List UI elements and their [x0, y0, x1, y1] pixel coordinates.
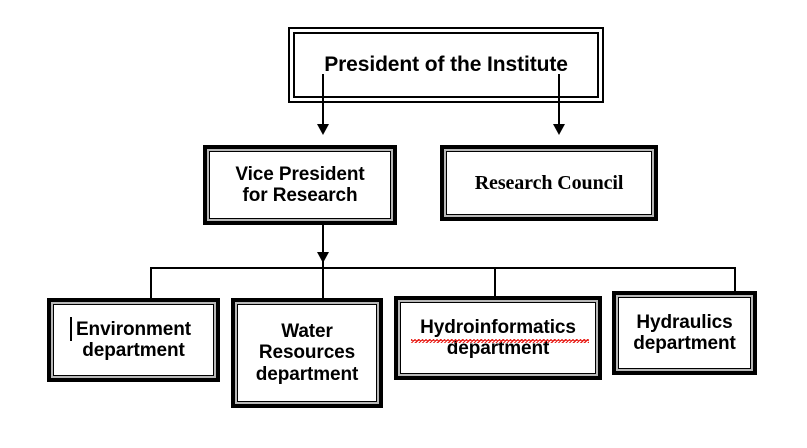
- node-research-council-label: Research Council: [474, 171, 624, 194]
- node-vice-president-inner: Vice President for Research: [207, 149, 393, 221]
- connector-president-to-research-council-line: [558, 74, 560, 126]
- connector-drop-water-resources: [322, 267, 324, 300]
- connector-drop-hydroinformatics: [494, 267, 496, 300]
- node-president-inner: President of the Institute: [293, 32, 599, 98]
- node-president[interactable]: President of the Institute: [288, 27, 604, 103]
- node-hydroinformatics-department-inner: Hydroinformatics department: [398, 300, 598, 376]
- node-hydroinformatics-department-label-line2: department: [446, 338, 550, 359]
- node-research-council[interactable]: Research Council: [440, 145, 658, 221]
- node-water-resources-department-inner: Water Resources department: [235, 302, 379, 404]
- node-vice-president-label-line2: for Research: [242, 185, 358, 206]
- node-president-label: President of the Institute: [324, 53, 568, 77]
- node-water-resources-department-label-line2: Resources: [258, 342, 356, 364]
- text-caret: [70, 317, 72, 341]
- node-environment-department-label-line1: Environment: [75, 318, 192, 340]
- node-hydraulics-department-inner2: Hydraulics department: [618, 297, 751, 369]
- connector-drop-environment: [150, 267, 152, 300]
- connector-vice-president-stem: [322, 222, 324, 268]
- node-hydraulics-department[interactable]: Hydraulics department: [612, 291, 757, 375]
- node-hydroinformatics-department-label-line1: Hydroinformatics: [420, 316, 576, 338]
- node-research-council-inner2: Research Council: [446, 151, 652, 215]
- connector-vice-president-stem-arrowhead: [317, 252, 329, 263]
- node-environment-department-label-line2: department: [82, 340, 185, 361]
- node-vice-president[interactable]: Vice President for Research: [203, 145, 397, 225]
- node-environment-department[interactable]: Environment department: [47, 298, 220, 382]
- node-hydroinformatics-department-inner2: Hydroinformatics department: [400, 302, 596, 374]
- node-hydraulics-department-inner: Hydraulics department: [616, 295, 753, 371]
- connector-president-to-research-council-arrowhead: [553, 124, 565, 135]
- node-water-resources-department-label-line3: department: [255, 363, 359, 385]
- node-environment-department-inner2: Environment department: [53, 304, 214, 376]
- connector-president-to-vice-president-line: [322, 74, 324, 126]
- node-water-resources-department-label-line1: Water: [281, 321, 333, 343]
- node-environment-department-inner: Environment department: [51, 302, 216, 378]
- node-water-resources-department-inner2: Water Resources department: [237, 304, 377, 402]
- node-water-resources-department[interactable]: Water Resources department: [231, 298, 383, 408]
- node-vice-president-label-line1: Vice President: [235, 163, 365, 185]
- spellcheck-underline: [411, 339, 589, 343]
- node-hydraulics-department-label-line2: department: [633, 333, 736, 354]
- node-vice-president-inner2: Vice President for Research: [209, 151, 391, 219]
- connector-distributor-bar: [150, 267, 736, 269]
- connector-drop-hydraulics: [734, 267, 736, 300]
- node-research-council-inner: Research Council: [444, 149, 654, 217]
- connector-president-to-vice-president-arrowhead: [317, 124, 329, 135]
- node-hydroinformatics-department[interactable]: Hydroinformatics department: [394, 296, 602, 380]
- node-hydraulics-department-label-line1: Hydraulics: [636, 311, 733, 333]
